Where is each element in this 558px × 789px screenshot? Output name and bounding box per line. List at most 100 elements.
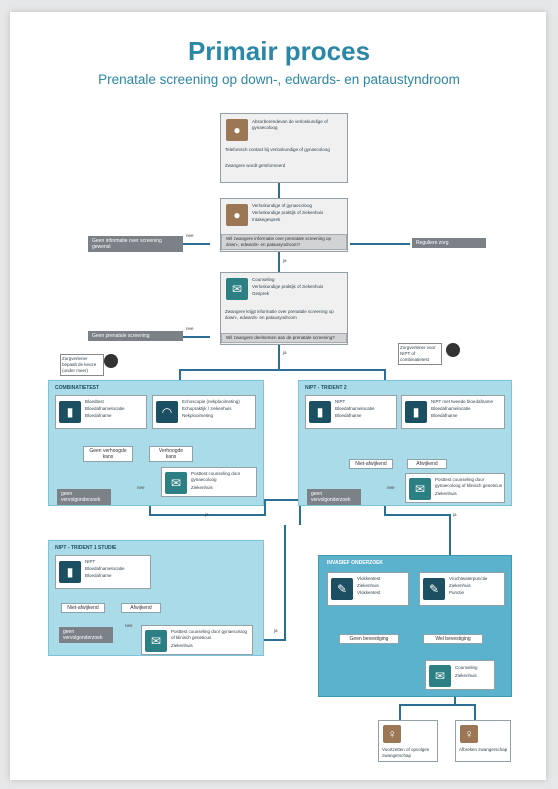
card-title: Posttest counseling door gynaecoloog of … (171, 629, 248, 640)
option-low-risk: Geen verhoogde kans (83, 446, 133, 462)
card-line2: Bloedafname (85, 413, 112, 418)
left-note-text: Zorgverlener bepaalt de keuze (onder mee… (60, 354, 104, 376)
trident1-title: NIPT - TRIDENT 1 STUDIE (55, 545, 117, 551)
card-title: Vlokkentest (357, 576, 381, 581)
nipt-card: ▮ NIPT Bloedafnamelocatie Bloedafname (305, 395, 397, 429)
label-nee: nee (186, 233, 194, 238)
card-title: Echoscopie (nekplooimeting) (182, 399, 240, 404)
card-line1: Ziekenhuis (357, 583, 379, 588)
test-tube-icon: ▮ (59, 561, 81, 583)
step-intake-card: ● Verloskundige of gynaecoloog Verloskun… (220, 198, 348, 252)
invasief-title: INVASIEF ONDERZOEK (327, 560, 384, 566)
card-line1: Ziekenhuis (191, 485, 213, 490)
card-line1: Bloedafnamelocatie (85, 406, 125, 411)
posttest-card: ✉ Posttest counseling door gynaecoloog o… (141, 625, 253, 655)
label-nee: nee (137, 485, 145, 490)
person-icon: ♀ (460, 725, 478, 743)
card-line2: Punctie (449, 590, 465, 595)
option-abnormal: Afwijkend (407, 459, 447, 469)
step1-title: Absorberendevan de verloskundige of gyna… (252, 119, 328, 130)
card-title: Vruchtwaterpunctie (449, 576, 488, 581)
option-normal: Niet-afwijkend (349, 459, 393, 469)
card-line2: Bloedafname (335, 413, 362, 418)
nipt-card: ▮ NIPT Bloedafnamelocatie Bloedafname (55, 555, 151, 589)
card-title: Bloedtest (85, 399, 104, 404)
card-title: Voortzetten of opvolgen zwangerschap (382, 747, 430, 758)
posttest-card: ✉ Posttest counseling door gynaecoloog o… (405, 473, 505, 503)
chat-icon: ✉ (429, 665, 451, 687)
option-normal: Niet-afwijkend (61, 603, 105, 613)
option-high-risk: Verhoogde kans (149, 446, 193, 462)
step-contact-card: ● Absorberendevan de verloskundige of gy… (220, 113, 348, 183)
test-tube-icon: ▮ (405, 401, 427, 423)
card-line1: Bloedafnamelocatie (85, 566, 125, 571)
posttest-card: ✉ Posttest counseling door gynaecoloog Z… (161, 467, 257, 497)
nipt-trident2-panel: NIPT - TRIDENT 2 ▮ NIPT Bloedafnamelocat… (298, 380, 512, 506)
card-line1: Bloedafnamelocatie (431, 406, 471, 411)
step3-question: Wil zwangere deelnemen aan de prenatale … (221, 333, 347, 343)
step3-title: Counseling (252, 277, 275, 282)
page-title: Primair proces (187, 36, 371, 66)
database-icon (104, 354, 118, 368)
card-line1: Ziekenhuis (171, 643, 193, 648)
card-line1: Echopraktijk / ziekenhuis (182, 406, 232, 411)
label-ja: ja (453, 512, 457, 517)
card-line1: Bloedafnamelocatie (335, 406, 375, 411)
card-title: Afbreken zwangerschap (459, 747, 508, 752)
nipt-trident1-panel: NIPT - TRIDENT 1 STUDIE ▮ NIPT Bloedafna… (48, 540, 264, 656)
syringe-icon: ✎ (331, 578, 353, 600)
trident2-title: NIPT - TRIDENT 2 (305, 385, 347, 391)
vlokkentest-card: ✎ Vlokkentest Ziekenhuis Vlokkentest (327, 572, 409, 606)
label-nee: nee (125, 623, 133, 628)
no-screening-info-box: Geen informatie over screening gewenst (88, 236, 183, 252)
card-title: NIPT (335, 399, 346, 404)
card-title: Posttest counseling door gynaecoloog (191, 471, 241, 482)
card-title: Posttest counseling door gynaecoloog of … (435, 477, 503, 488)
step3-line1: Verloskundige praktijk of ziekenhuis (252, 284, 324, 289)
person-icon: ● (226, 119, 248, 141)
card-line2: Bloedafname (85, 573, 112, 578)
step2-line2: Intakegesprek (252, 217, 281, 222)
invasief-panel: INVASIEF ONDERZOEK ✎ Vlokkentest Ziekenh… (318, 555, 512, 697)
card-line1: Ziekenhuis (435, 491, 457, 496)
label-nee: nee (186, 326, 194, 331)
label-ja: ja (283, 350, 287, 355)
option-abnormal: Afwijkend (121, 603, 161, 613)
option-confirmation: Wel bevestiging (423, 634, 483, 644)
continue-pregnancy-card: ♀ Voortzetten of opvolgen zwangerschap (378, 720, 438, 762)
chat-icon: ✉ (409, 478, 431, 500)
combinatietest-panel: COMBINATIETEST ▮ Bloedtest Bloedafnamelo… (48, 380, 264, 506)
counseling-card: ✉ Counseling Ziekenhuis (425, 660, 495, 690)
combinatietest-title: COMBINATIETEST (55, 385, 100, 391)
terminate-pregnancy-card: ♀ Afbreken zwangerschap (455, 720, 511, 762)
bloedtest-card: ▮ Bloedtest Bloedafnamelocatie Bloedafna… (55, 395, 147, 429)
step2-title: Verloskundige of gynaecoloog (252, 203, 313, 208)
step-counseling-card: ✉ Counseling Verloskundige praktijk of z… (220, 272, 348, 345)
echoscopie-card: ◠ Echoscopie (nekplooimeting) Echoprakti… (152, 395, 256, 429)
test-tube-icon: ▮ (309, 401, 331, 423)
card-line1: Ziekenhuis (455, 673, 477, 678)
page-subtitle: Prenatale screening op down-, edwards- e… (98, 72, 460, 87)
step1-note-b: Zwangere wordt geïnformeerd (225, 163, 286, 168)
right-side-note: Zorgverlener voor NIPT of combinatietest (398, 343, 442, 365)
step2-line1: Verloskundige praktijk of ziekenhuis (252, 210, 324, 215)
card-title: Counseling (455, 665, 478, 670)
ultrasound-icon: ◠ (156, 401, 178, 423)
step3-line2: Gesprek (252, 291, 270, 296)
step2-question: Wil zwangere informatie over prenatale s… (221, 234, 347, 250)
card-line2: Bloedafname (431, 413, 458, 418)
chat-icon: ✉ (165, 472, 187, 494)
card-title: NIPT met tweede bloedafname (431, 399, 493, 404)
no-prenatal-screening-box: Geen prenatale screening (88, 331, 183, 341)
card-line1: Ziekenhuis (449, 583, 471, 588)
label-ja: ja (283, 258, 287, 263)
label-ja: ja (274, 628, 278, 633)
card-line2: Nekplooimeting (182, 413, 214, 418)
vruchtwaterpunctie-card: ✎ Vruchtwaterpunctie Ziekenhuis Punctie (419, 572, 505, 606)
label-ja: ja (205, 512, 209, 517)
option-no-confirmation: Geen bevestiging (339, 634, 399, 644)
right-note-text: Zorgverlener voor NIPT of combinatietest (398, 343, 442, 365)
pregnant-person-icon: ♀ (383, 725, 401, 743)
card-line2: Vlokkentest (357, 590, 381, 595)
trident2-result: geen vervolgonderzoek (307, 489, 361, 505)
